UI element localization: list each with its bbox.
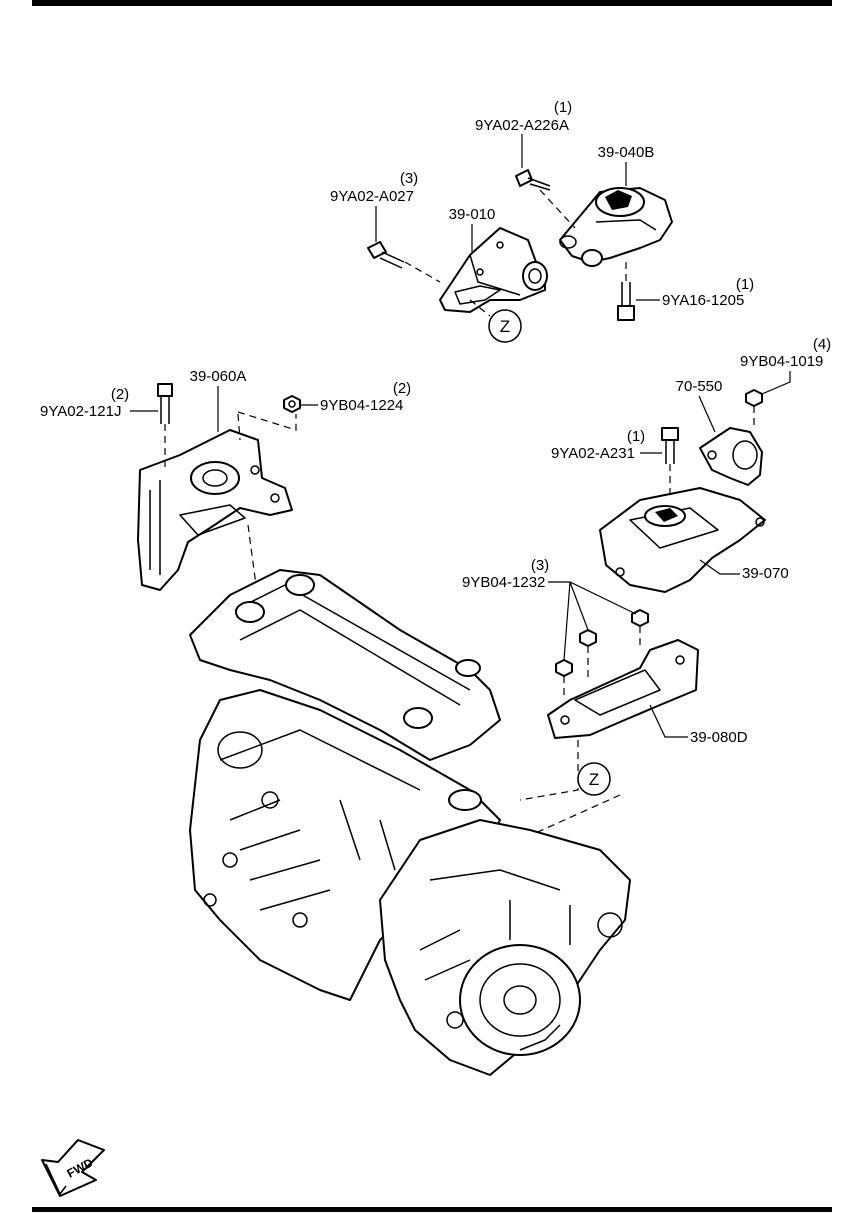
label-39-040b: 39-040B bbox=[598, 144, 655, 161]
view-z-label-lower: Z bbox=[589, 770, 599, 789]
engine-block-illustration bbox=[189, 569, 501, 1001]
qty-9yb04-1019: (4) bbox=[813, 336, 831, 353]
view-z-marker-upper bbox=[488, 309, 522, 343]
label-9yb04-1232: 9YB04-1232 bbox=[462, 574, 545, 591]
qty-9ya16-1205: (1) bbox=[736, 276, 754, 293]
label-39-010: 39-010 bbox=[449, 206, 496, 223]
mount-39-070-illustration bbox=[599, 487, 766, 593]
bracket-39-080d-illustration bbox=[547, 639, 699, 739]
top-border bbox=[32, 0, 832, 6]
bolt-9ya02-a027-illustration bbox=[367, 241, 405, 269]
mount-39-040b-illustration bbox=[559, 187, 673, 267]
bolt-9ya02-a226a-illustration bbox=[515, 169, 551, 191]
label-70-550: 70-550 bbox=[676, 378, 723, 395]
label-9ya02-a231: 9YA02-A231 bbox=[551, 445, 635, 462]
qty-9ya02-a231: (1) bbox=[627, 428, 645, 445]
nut-9yb04-1019-illustration bbox=[745, 389, 763, 407]
view-z-marker-lower bbox=[577, 762, 611, 796]
nut-9yb04-1224-illustration bbox=[283, 395, 301, 413]
label-9ya02-121j: 9YA02-121J bbox=[40, 403, 121, 420]
label-9ya02-a027: 9YA02-A027 bbox=[330, 188, 414, 205]
transaxle-illustration bbox=[379, 819, 631, 1076]
qty-9yb04-1232: (3) bbox=[531, 557, 549, 574]
label-39-060a: 39-060A bbox=[190, 368, 247, 385]
bolt-9ya02-121j-illustration bbox=[157, 383, 173, 424]
view-z-label-upper: Z bbox=[500, 317, 510, 336]
label-9yb04-1224: 9YB04-1224 bbox=[320, 397, 403, 414]
bolt-9ya02-a231-illustration bbox=[661, 427, 679, 464]
qty-9yb04-1224: (2) bbox=[393, 380, 411, 397]
bolt-9ya16-1205-illustration bbox=[617, 282, 635, 321]
label-9ya02-a226a: 9YA02-A226A bbox=[475, 117, 569, 134]
label-39-080d: 39-080D bbox=[690, 729, 748, 746]
label-9yb04-1019: 9YB04-1019 bbox=[740, 353, 823, 370]
label-39-070: 39-070 bbox=[742, 565, 789, 582]
qty-9ya02-a226a: (1) bbox=[554, 99, 572, 116]
fwd-arrow-icon bbox=[41, 1139, 105, 1197]
qty-9ya02-121j: (2) bbox=[111, 386, 129, 403]
mount-39-060a-illustration bbox=[137, 429, 293, 591]
bracket-70-550-illustration bbox=[699, 427, 763, 486]
qty-9ya02-a027: (3) bbox=[400, 170, 418, 187]
bottom-border bbox=[32, 1207, 832, 1212]
mount-bracket-39-010-illustration bbox=[439, 227, 548, 313]
nut-9yb04-1232-illustration bbox=[555, 609, 649, 677]
label-9ya16-1205: 9YA16-1205 bbox=[662, 292, 744, 309]
